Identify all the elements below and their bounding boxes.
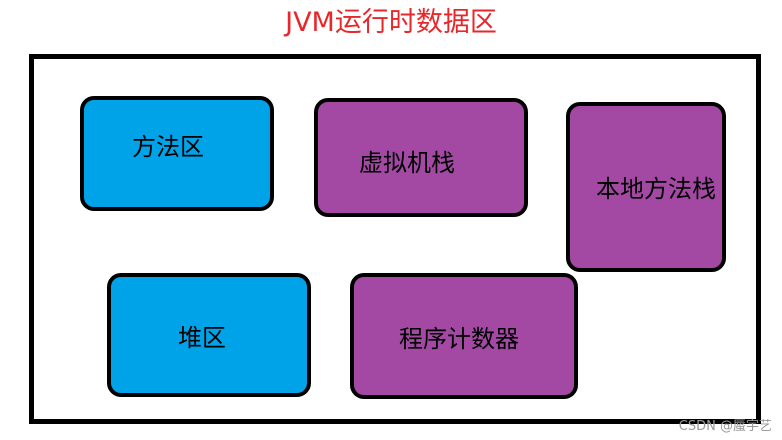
method-area-box: 方法区 <box>80 96 274 211</box>
method-area-label: 方法区 <box>132 133 204 161</box>
native-method-stack-box: 本地方法栈 <box>566 102 726 272</box>
native-method-stack-label: 本地方法栈 <box>596 174 716 203</box>
runtime-data-area-frame <box>29 54 761 424</box>
vm-stack-label: 虚拟机栈 <box>359 149 455 177</box>
diagram-title: JVM运行时数据区 <box>285 7 497 38</box>
program-counter-box: 程序计数器 <box>350 273 578 399</box>
vm-stack-box: 虚拟机栈 <box>314 98 528 217</box>
heap-label: 堆区 <box>178 323 226 352</box>
watermark: CSDN @蜃宇艺 <box>678 419 772 434</box>
program-counter-label: 程序计数器 <box>399 324 519 353</box>
heap-box: 堆区 <box>107 273 311 397</box>
